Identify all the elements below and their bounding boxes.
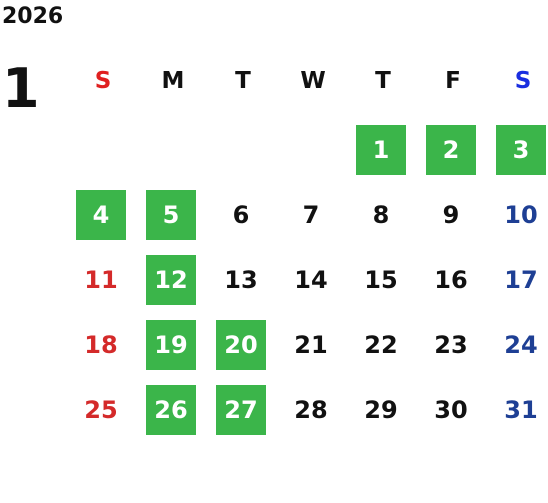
calendar-day-highlighted[interactable]: 19	[146, 320, 196, 370]
calendar-day[interactable]: 17	[504, 266, 538, 294]
calendar-day-highlighted[interactable]: 1	[356, 125, 406, 175]
calendar-day[interactable]: 31	[504, 396, 538, 424]
calendar-day[interactable]: 29	[364, 396, 398, 424]
calendar-day[interactable]: 6	[232, 201, 250, 229]
weekday-wednesday: W	[300, 68, 326, 94]
weekday-thursday: T	[375, 68, 391, 94]
calendar-day-highlighted[interactable]: 2	[426, 125, 476, 175]
calendar-week-row: 18 19 20 21 22 23 24	[68, 320, 548, 370]
weekday-saturday: S	[514, 68, 532, 94]
calendar-day[interactable]: 28	[294, 396, 328, 424]
calendar-day[interactable]: 30	[434, 396, 468, 424]
calendar-week-row: 11 12 13 14 15 16 17	[68, 255, 548, 305]
month-label: 1	[2, 57, 40, 120]
calendar-day[interactable]: 14	[294, 266, 328, 294]
calendar-day[interactable]: 16	[434, 266, 468, 294]
calendar-day[interactable]: 22	[364, 331, 398, 359]
year-label: 2026	[2, 4, 64, 29]
calendar-day[interactable]: 24	[504, 331, 538, 359]
calendar-day-highlighted[interactable]: 4	[76, 190, 126, 240]
calendar-day[interactable]: 15	[364, 266, 398, 294]
calendar-day[interactable]: 13	[224, 266, 258, 294]
weekday-sunday: S	[94, 68, 112, 94]
calendar-day[interactable]: 9	[442, 201, 460, 229]
calendar-day[interactable]: 7	[302, 201, 320, 229]
calendar-day[interactable]: 8	[372, 201, 390, 229]
calendar-week-row: 25 26 27 28 29 30 31	[68, 385, 548, 435]
calendar-day-highlighted[interactable]: 12	[146, 255, 196, 305]
calendar-day[interactable]: 18	[84, 331, 118, 359]
calendar-day[interactable]: 11	[84, 266, 118, 294]
weekday-friday: F	[445, 68, 461, 94]
weekday-monday: M	[161, 68, 185, 94]
calendar-day-highlighted[interactable]: 27	[216, 385, 266, 435]
calendar-day-highlighted[interactable]: 26	[146, 385, 196, 435]
weekday-header-row: S M T W T F S	[68, 64, 548, 98]
calendar-day[interactable]: 25	[84, 396, 118, 424]
calendar-day-highlighted[interactable]: 5	[146, 190, 196, 240]
calendar-day[interactable]: 23	[434, 331, 468, 359]
calendar-day[interactable]: 21	[294, 331, 328, 359]
weekday-tuesday: T	[235, 68, 251, 94]
calendar-day-highlighted[interactable]: 20	[216, 320, 266, 370]
calendar-day[interactable]: 10	[504, 201, 538, 229]
calendar-day-highlighted[interactable]: 3	[496, 125, 546, 175]
